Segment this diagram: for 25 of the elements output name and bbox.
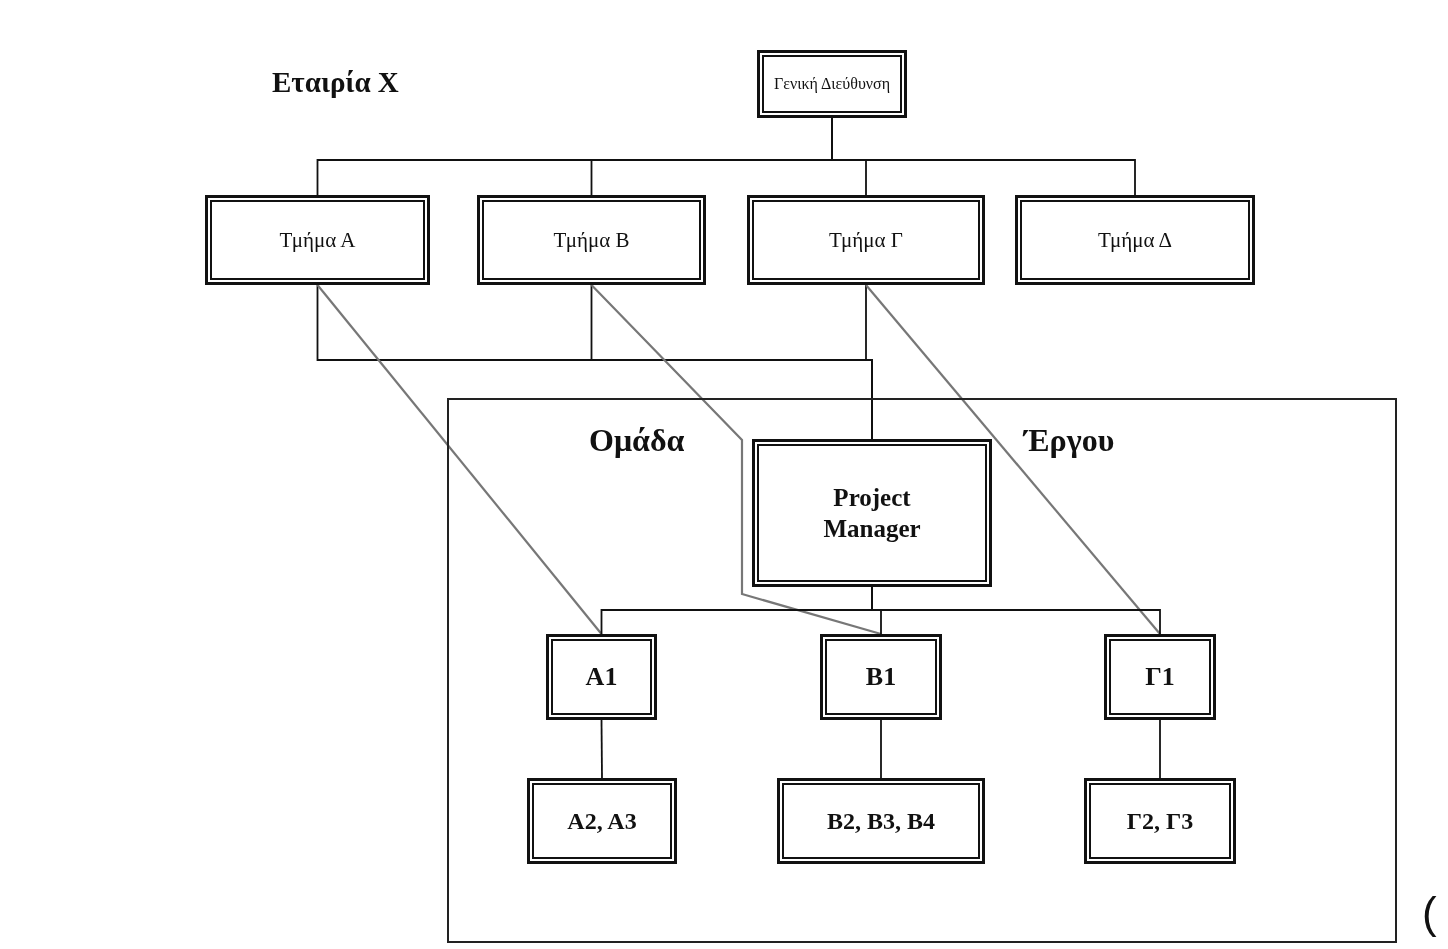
company-label: Εταιρία Χ xyxy=(272,66,399,99)
org-box: Γ2, Γ3 xyxy=(1084,778,1236,864)
parenthesis-text: ( xyxy=(1422,888,1437,938)
connector-line xyxy=(865,284,873,440)
org-box: Τμήμα Δ xyxy=(1015,195,1255,285)
org-box: Γ1 xyxy=(1104,634,1216,720)
org-box: Α1 xyxy=(546,634,657,720)
org-box: Β2, Β3, Β4 xyxy=(777,778,985,864)
org-box: Α2, Α3 xyxy=(527,778,677,864)
org-box: Project Manager xyxy=(752,439,992,587)
org-box: Τμήμα Γ xyxy=(747,195,985,285)
team-heading: Ομάδα xyxy=(589,422,685,459)
connector-line xyxy=(865,284,1161,635)
project-team-frame xyxy=(447,398,1397,943)
org-box: Γενική Διεύθυνση xyxy=(757,50,907,118)
org-box: Τμήμα Α xyxy=(205,195,430,285)
connector-line xyxy=(1159,719,1161,779)
connector-line xyxy=(880,719,882,779)
connector-line xyxy=(871,586,1161,635)
connector-line xyxy=(316,284,603,635)
org-box: Β1 xyxy=(820,634,942,720)
org-box: Τμήμα Β xyxy=(477,195,706,285)
connector-line xyxy=(600,719,603,779)
connector-line xyxy=(590,284,882,636)
team-heading: Έργου xyxy=(1024,422,1115,459)
